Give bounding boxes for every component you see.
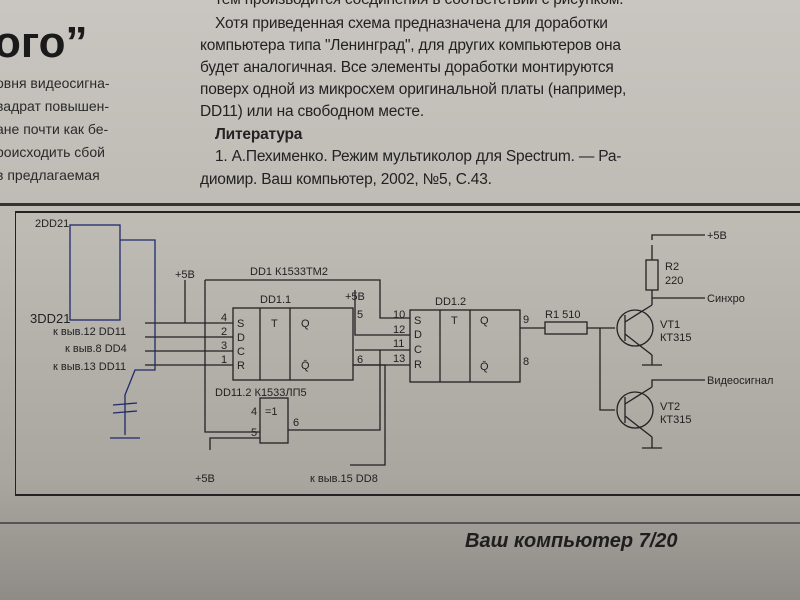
power-label: +5В <box>345 291 365 303</box>
pin-number: 13 <box>393 353 405 365</box>
body-text-line: поверх одной из микросхем оригинальной п… <box>200 81 627 98</box>
magazine-footer: Ваш компьютер 7/20 <box>465 530 678 552</box>
power-label: +5В <box>195 473 215 485</box>
vt1-type: КТ315 <box>660 332 691 344</box>
pin-number: 4 <box>251 406 257 418</box>
pin-label: D <box>237 332 245 344</box>
handwritten-label: 3DD21 <box>30 311 70 326</box>
transistor-vt1 <box>616 309 654 347</box>
r2-label: R2 <box>665 261 679 273</box>
pin-label: Q <box>480 315 489 327</box>
reference-line: 1. А.Пехименко. Режим мультиколор для Sp… <box>215 148 622 165</box>
literature-heading: Литература <box>215 126 303 143</box>
pin-number: 2 <box>221 326 227 338</box>
r2-value: 220 <box>665 275 683 287</box>
left-text-line: роисходить сбой <box>0 144 105 160</box>
pin-number: 8 <box>523 356 529 368</box>
pin-number: 1 <box>221 354 227 366</box>
pin-number: 10 <box>393 309 405 321</box>
body-text-line: компьютера типа "Ленинград", для других … <box>200 37 621 54</box>
pin-label: Q̄ <box>301 359 310 372</box>
pin-label: T <box>271 318 278 330</box>
left-text-line: ане почти как бе- <box>0 121 109 137</box>
vt2-label: VT2 <box>660 401 680 413</box>
footer-divider <box>0 522 800 524</box>
schematic-frame <box>15 211 800 496</box>
pin-number: 6 <box>293 417 299 429</box>
pin-number: 6 <box>357 354 363 366</box>
pin-number: 5 <box>251 427 257 439</box>
handwritten-label: к выв.8 DD4 <box>65 343 127 355</box>
left-text-line: вадрат повышен- <box>0 98 110 114</box>
dd1-2-label: DD1.2 <box>435 296 466 308</box>
pin-label: S <box>237 318 244 330</box>
body-text-line: будет аналогичная. Все элементы доработк… <box>200 59 614 76</box>
body-text-line: Хотя приведенная схема предназначена для… <box>215 15 608 32</box>
pin-label: C <box>414 344 422 356</box>
pin-number: 3 <box>221 340 227 352</box>
handwritten-label: к выв.12 DD11 <box>53 326 126 338</box>
pin-label: Q̄ <box>480 360 489 373</box>
pin-number: 12 <box>393 324 405 336</box>
pin-label: T <box>451 315 458 327</box>
power-label: +5В <box>175 269 195 281</box>
reference-line: диомир. Ваш компьютер, 2002, №5, С.43. <box>200 171 492 188</box>
left-text-line: овня видеосигна- <box>0 75 110 91</box>
pin-label: Q <box>301 318 310 330</box>
body-text-line: DD11) или на свободном месте. <box>200 103 424 120</box>
pin-number: 11 <box>393 338 404 350</box>
video-output-label: Видеосигнал <box>707 375 773 387</box>
transistor-vt2 <box>616 391 654 429</box>
left-text-line: в предлагаемая <box>0 167 100 183</box>
pin-number: 9 <box>523 314 529 326</box>
handwritten-label: 2DD21 <box>35 218 69 230</box>
chip-label: DD1 К1533ТМ2 <box>250 266 328 278</box>
gate-label: =1 <box>265 406 278 418</box>
pin-label: R <box>237 360 245 372</box>
handwritten-label: DD11.2 К1533ЛП5 <box>215 387 307 399</box>
handwritten-label: к выв.15 DD8 <box>310 473 378 485</box>
resistor-r2 <box>645 259 659 291</box>
dd1-1-label: DD1.1 <box>260 294 291 306</box>
pin-label: D <box>414 329 422 341</box>
circuit-schematic: 2DD21 3DD21 к выв.12 DD11 к выв.8 DD4 к … <box>15 211 800 496</box>
article-title-fragment: ого” <box>0 18 88 67</box>
flipflop-dd1-1 <box>232 307 354 381</box>
handwritten-additions <box>69 224 156 439</box>
power-label: +5В <box>707 230 727 242</box>
pin-label: C <box>237 346 245 358</box>
flipflop-dd1-2 <box>409 309 521 383</box>
xor-gate <box>259 397 289 444</box>
pin-label: R <box>414 359 422 371</box>
handwritten-label: к выв.13 DD11 <box>53 361 126 373</box>
resistor-r1 <box>544 321 588 335</box>
pin-number: 4 <box>221 312 227 324</box>
pin-label: S <box>414 315 421 327</box>
vt1-label: VT1 <box>660 319 680 331</box>
vt2-type: КТ315 <box>660 414 691 426</box>
pin-number: 5 <box>357 309 363 321</box>
divider <box>0 203 800 206</box>
sync-output-label: Синхро <box>707 293 745 305</box>
r1-label: R1 510 <box>545 309 580 321</box>
body-text-line: тем производится соединения в соответств… <box>215 0 624 9</box>
